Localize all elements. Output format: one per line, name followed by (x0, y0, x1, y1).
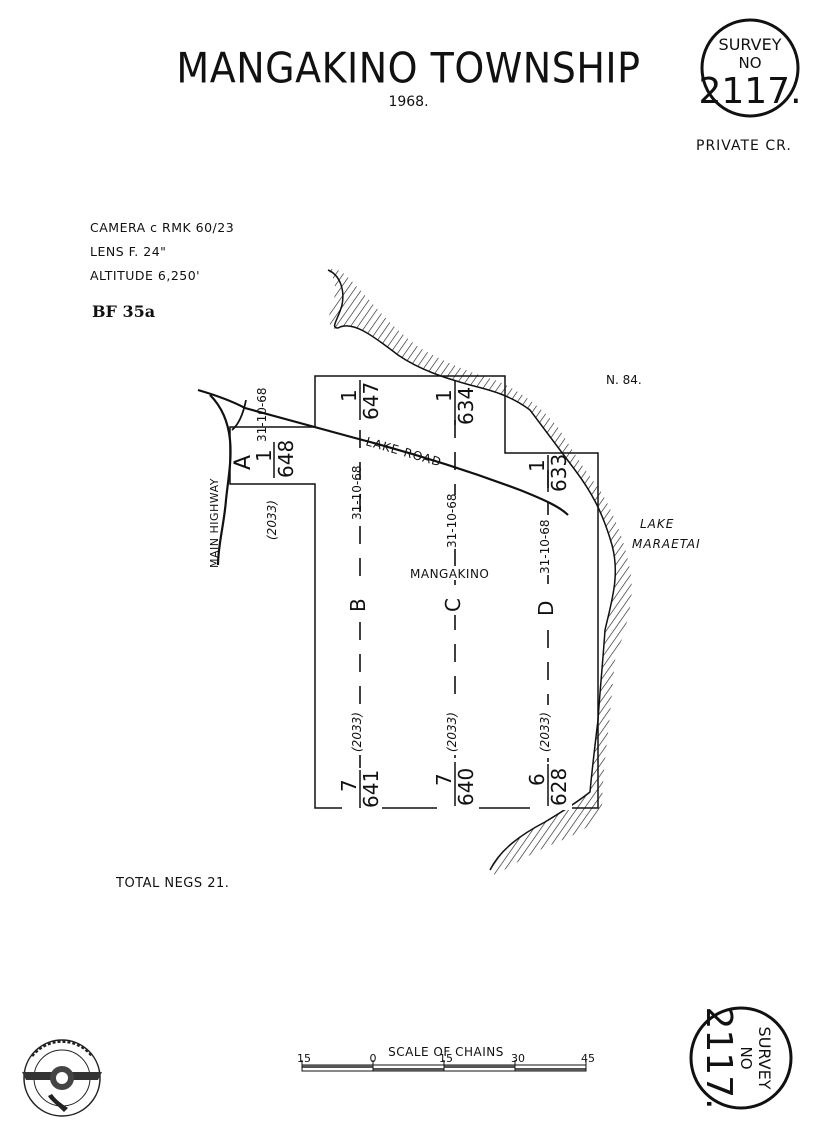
run-c-letter: C (441, 598, 465, 612)
lake-label-2: MARAETAI (632, 537, 701, 551)
stamp-survey-text: SURVEY (719, 35, 782, 54)
bf-reference: BF 35a (92, 302, 156, 321)
stamp-bottom-number: 2117. (698, 1006, 739, 1109)
lake-road-label: LAKE ROAD (364, 434, 443, 469)
map-year: 1968. (388, 94, 429, 110)
run-a-date: 31-10-68 (255, 388, 269, 442)
run-d-date: 31-10-68 (538, 520, 552, 574)
run-b-neg-bottom: 641 (359, 770, 383, 808)
scale-tick-2: 15 (439, 1052, 453, 1065)
main-highway-label: MAIN HIGHWAY (208, 478, 221, 568)
altitude-info: ALTITUDE 6,250' (90, 268, 201, 283)
run-b: 1 647 31-10-68 B (2033) 7 641 (337, 380, 383, 810)
run-d-letter: D (534, 601, 558, 616)
scale-tick-3: 30 (511, 1052, 525, 1065)
scale-title: SCALE OF CHAINS (388, 1045, 504, 1059)
scale-tick-0: 15 (297, 1052, 311, 1065)
run-c-date: 31-10-68 (445, 494, 459, 548)
flight-run-lines (359, 420, 549, 800)
lens-info: LENS F. 24" (90, 244, 167, 259)
main-highway-line (209, 394, 232, 566)
run-a-neg-bottom: 648 (274, 440, 298, 478)
run-b-date: 31-10-68 (350, 466, 364, 520)
lake-shoreline (327, 269, 617, 871)
scale-tick-1: 0 (370, 1052, 377, 1065)
run-b-neg-top-num: 647 (359, 382, 383, 420)
run-d-survey: (2033) (538, 712, 552, 752)
run-c-neg-top-num: 634 (454, 387, 478, 425)
run-b-count: 7 (337, 779, 361, 792)
run-b-survey: (2033) (350, 712, 364, 752)
survey-stamp-bottom: SURVEY NO 2117. (689, 1006, 793, 1110)
lake-label-1: LAKE (640, 517, 674, 531)
run-d-neg-top-num: 633 (547, 454, 571, 492)
run-a-survey: (2033) (265, 500, 279, 540)
survey-boundary (229, 375, 599, 809)
run-c-count: 7 (432, 773, 456, 786)
scale-tick-4: 45 (581, 1052, 595, 1065)
private-label: PRIVATE CR. (696, 138, 792, 154)
run-a-letter: A (231, 455, 256, 470)
branch-road-line (231, 399, 247, 431)
run-c-neg-bottom: 640 (454, 768, 478, 806)
total-negatives: TOTAL NEGS 21. (116, 876, 230, 891)
run-b-letter: B (346, 598, 370, 612)
run-d-neg-bottom: 628 (547, 768, 571, 806)
run-d: 1 633 31-10-68 D (2033) 6 628 (525, 454, 572, 810)
map-title: MANGAKINO TOWNSHIP (176, 43, 641, 93)
run-d-count: 6 (525, 773, 549, 786)
run-a: 31-10-68 A 1 648 (2033) (231, 388, 298, 540)
run-b-neg-top: 1 (337, 389, 361, 402)
stamp-no-text: NO (738, 54, 761, 72)
run-c: 1 634 31-10-68 C (2033) 7 640 (432, 380, 479, 810)
survey-stamp-top: SURVEY NO 2117. (698, 18, 802, 118)
stamp-number: 2117. (698, 71, 801, 112)
stamp-bottom-no-text: NO (737, 1046, 755, 1069)
run-d-neg-top: 1 (525, 459, 549, 472)
nz-aerial-mapping-logo (22, 1039, 102, 1117)
stamp-bottom-survey-text: SURVEY (755, 1027, 774, 1090)
run-c-survey: (2033) (445, 712, 459, 752)
run-a-neg-top: 1 (252, 449, 276, 462)
run-c-neg-top: 1 (432, 389, 456, 402)
sheet-reference: N. 84. (606, 373, 642, 387)
lake-road-line (197, 388, 569, 516)
scale-bar: SCALE OF CHAINS 15 0 15 30 45 (297, 1045, 595, 1072)
camera-info: CAMERA c RMK 60/23 (90, 220, 235, 235)
town-label: MANGAKINO (410, 567, 489, 581)
